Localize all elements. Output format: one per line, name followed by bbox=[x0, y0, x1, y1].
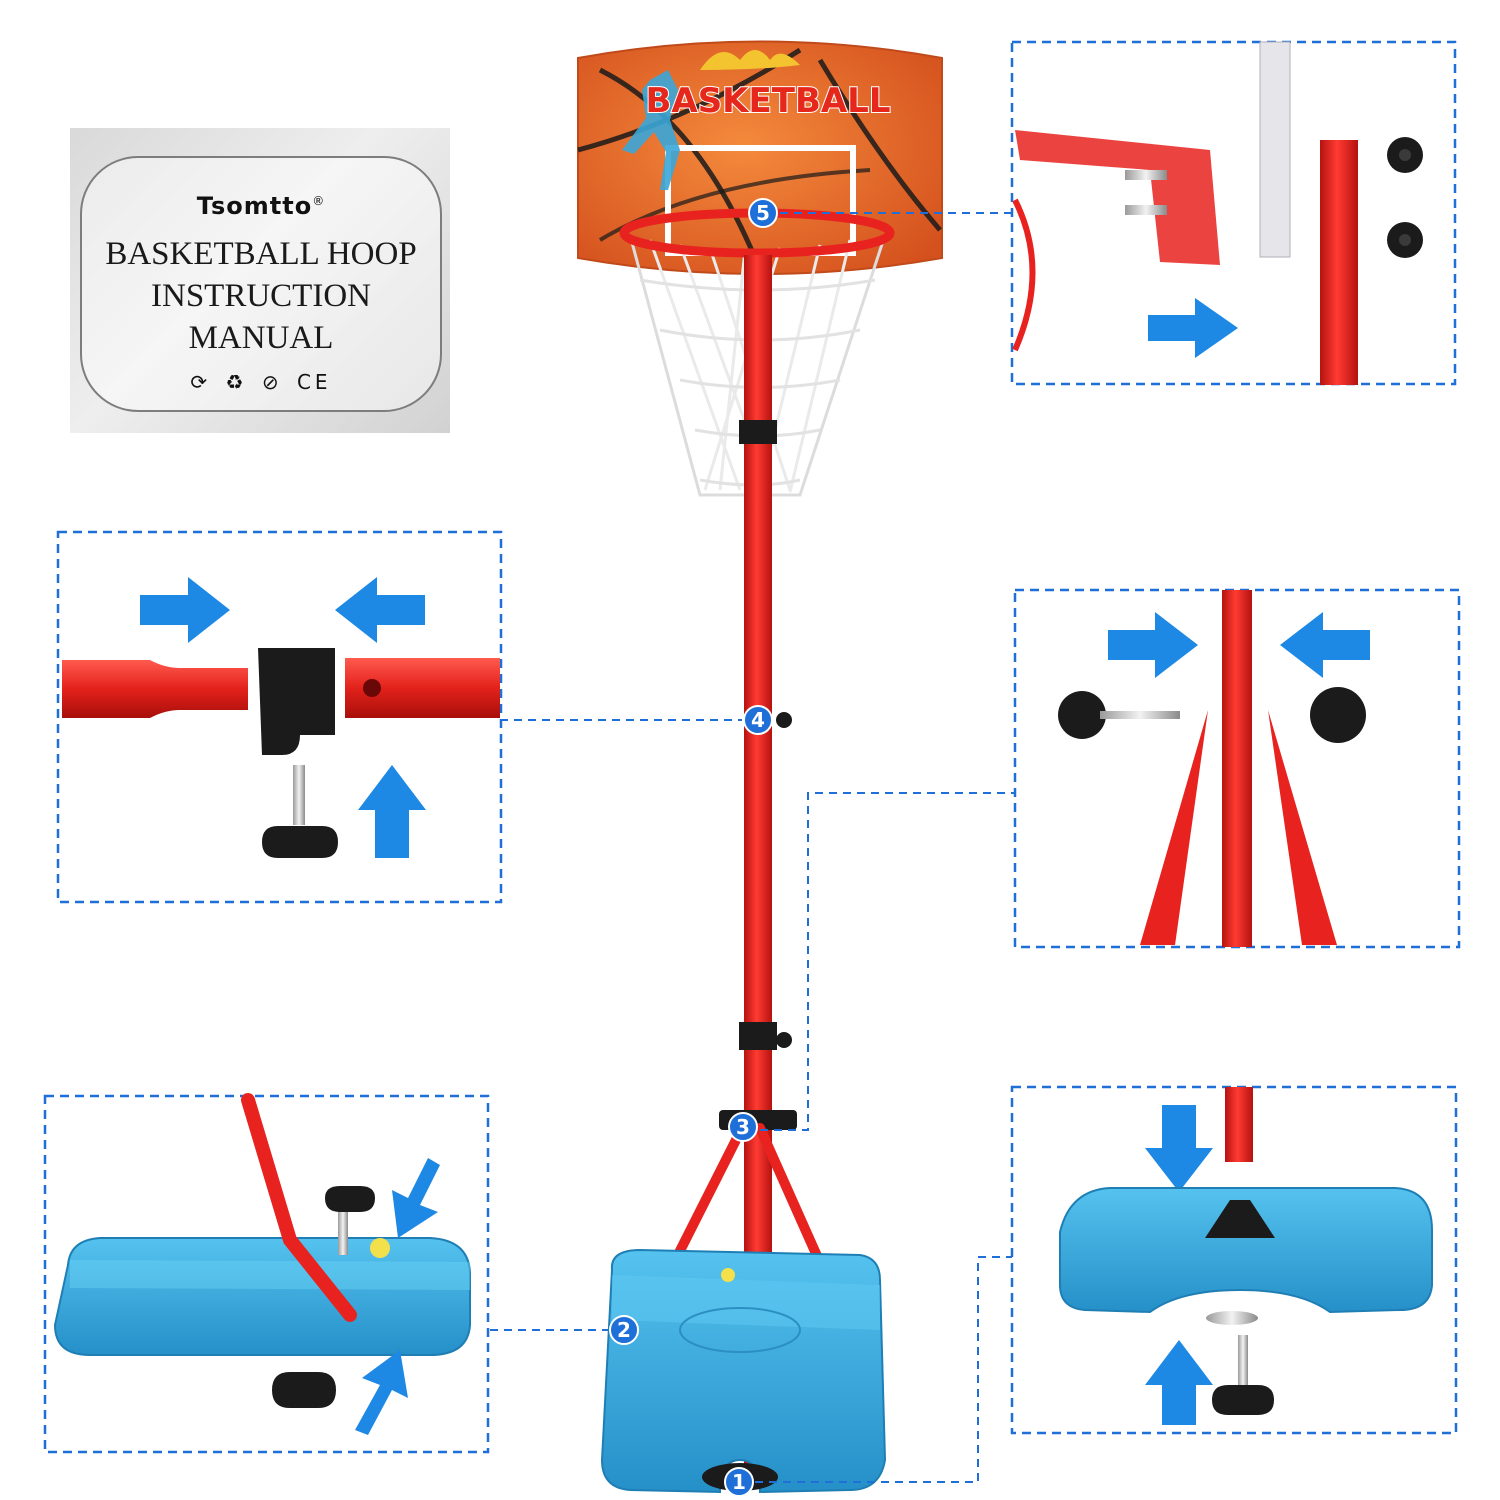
screw-hole bbox=[363, 679, 381, 697]
brand-name: Tsomtto® bbox=[82, 192, 440, 220]
knob-icon bbox=[262, 826, 338, 858]
panel-step-4 bbox=[56, 530, 503, 904]
pole-knob bbox=[776, 712, 792, 728]
recycling-icon: ♻ bbox=[225, 370, 248, 394]
washer bbox=[1206, 1311, 1258, 1325]
water-base bbox=[53, 1237, 471, 1356]
support-leg-left bbox=[1140, 710, 1208, 945]
upper-pipe bbox=[345, 658, 500, 718]
callout-connectors bbox=[490, 212, 1015, 1483]
panel-step-3 bbox=[1013, 588, 1461, 949]
no-mouth-icon: ⊘ bbox=[261, 370, 283, 394]
step-badge-5: 5 bbox=[748, 198, 778, 228]
arrow-left-icon bbox=[335, 577, 425, 643]
connector-step-1 bbox=[755, 1256, 1012, 1483]
step-badge-4: 4 bbox=[743, 705, 773, 735]
connector-step-3 bbox=[760, 792, 1015, 1131]
step-number: 1 bbox=[732, 1470, 746, 1494]
arrow-right-icon bbox=[140, 577, 230, 643]
knob-icon bbox=[1212, 1385, 1274, 1415]
step-number: 3 bbox=[736, 1115, 750, 1139]
water-base bbox=[1059, 1187, 1433, 1314]
pipe-coupler bbox=[258, 648, 335, 755]
step-badge-3: 3 bbox=[728, 1112, 758, 1142]
pole-knob bbox=[776, 1032, 792, 1048]
fill-cap bbox=[721, 1268, 735, 1282]
flame-icon bbox=[700, 50, 800, 70]
knob-icon bbox=[1058, 691, 1180, 739]
panel-step-1 bbox=[1010, 1085, 1458, 1435]
player-silhouette-icon bbox=[622, 70, 680, 190]
pole-bottom bbox=[1225, 1087, 1253, 1162]
pole-joint bbox=[739, 420, 777, 444]
rim-bracket bbox=[1015, 130, 1220, 265]
manual-title-line-1: BASKETBALL HOOP bbox=[105, 236, 417, 272]
pole-joint bbox=[739, 1022, 777, 1050]
knob-icon bbox=[1387, 137, 1423, 173]
manual-title-line-2: INSTRUCTION bbox=[151, 278, 371, 314]
panel-step-5 bbox=[1010, 40, 1457, 386]
arrow-right-icon bbox=[1108, 612, 1198, 678]
ce-mark: CE bbox=[296, 370, 332, 394]
panel-step-2 bbox=[43, 1093, 490, 1454]
lower-pipe bbox=[62, 660, 248, 718]
arrow-up-icon bbox=[1145, 1340, 1213, 1425]
step-badges: 5 4 3 2 1 bbox=[609, 198, 778, 1497]
pole-socket bbox=[1205, 1200, 1275, 1238]
support-leg bbox=[241, 1093, 357, 1322]
arrow-left-icon bbox=[1280, 612, 1370, 678]
step-badge-2: 2 bbox=[609, 1315, 639, 1345]
step-number: 4 bbox=[751, 708, 765, 732]
support-leg-right bbox=[1268, 710, 1337, 945]
arrow-down-icon bbox=[1145, 1105, 1213, 1192]
arrow-down-left-icon bbox=[392, 1158, 440, 1238]
manual-title-line-3: MANUAL bbox=[188, 320, 334, 356]
backboard-label: BASKETBALL bbox=[645, 81, 890, 121]
knob-icon bbox=[325, 1186, 375, 1212]
recycle-arrows-icon: ⟳ bbox=[190, 370, 212, 394]
compliance-marks: ⟳ ♻ ⊘ CE bbox=[82, 370, 440, 394]
bolt bbox=[1125, 170, 1167, 180]
knob-icon bbox=[1387, 222, 1423, 258]
backboard-bracket bbox=[1259, 41, 1291, 258]
arrow-up-right-icon bbox=[355, 1350, 408, 1435]
brand-text: Tsomtto bbox=[196, 192, 313, 220]
instruction-manual-cover: Tsomtto® BASKETBALL HOOP INSTRUCTION MAN… bbox=[70, 128, 450, 433]
step-number: 2 bbox=[617, 1318, 631, 1342]
bolt bbox=[1125, 205, 1167, 215]
screw bbox=[293, 765, 305, 825]
manual-label-frame: Tsomtto® BASKETBALL HOOP INSTRUCTION MAN… bbox=[80, 156, 442, 412]
arrow-up-icon bbox=[358, 765, 426, 858]
pole-top bbox=[1320, 140, 1358, 385]
pole-section bbox=[1222, 590, 1252, 947]
trademark-symbol: ® bbox=[312, 194, 326, 208]
step-badge-1: 1 bbox=[724, 1467, 754, 1497]
screw bbox=[338, 1210, 348, 1255]
step-number: 5 bbox=[756, 201, 770, 225]
hoop-assembly: BASKETBALL bbox=[577, 40, 943, 1494]
screw bbox=[1238, 1335, 1248, 1387]
fill-cap bbox=[370, 1238, 390, 1258]
arrow-right-icon bbox=[1148, 298, 1238, 358]
knob-icon bbox=[272, 1372, 336, 1408]
water-base bbox=[600, 1248, 887, 1494]
knob-icon bbox=[1310, 687, 1366, 743]
